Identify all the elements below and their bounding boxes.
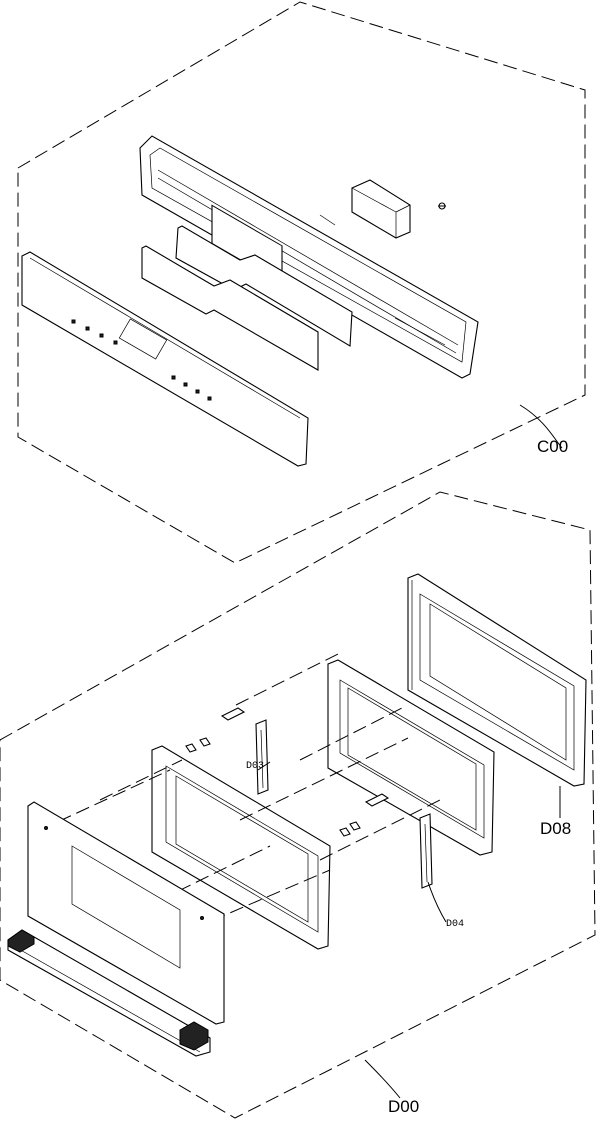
callout-d08: D08 — [540, 819, 572, 838]
insulation-sheet-upper — [175, 225, 353, 347]
door-handle — [7, 929, 211, 1057]
callout-d00: D00 — [388, 1097, 420, 1116]
control-panel-glass — [21, 251, 309, 467]
d04-leader-line — [427, 881, 447, 923]
bracket-lower — [339, 793, 390, 837]
bracket-upper — [185, 707, 246, 753]
callout-d04: D04 — [446, 919, 465, 930]
insulation-sheet-lower — [141, 245, 319, 371]
callout-d03: D03 — [246, 761, 265, 772]
middle-door-frame — [151, 745, 331, 950]
hinge-left — [255, 719, 269, 795]
hinge-right — [419, 813, 433, 889]
callout-c00: C00 — [537, 437, 569, 456]
door-glass-panel — [27, 801, 225, 1025]
d00-leader-line — [364, 1059, 401, 1099]
c00-leader-line — [519, 404, 563, 449]
d03-leader-line — [257, 761, 271, 771]
c00-assembly-boundary — [17, 1, 586, 564]
outer-door-frame — [407, 573, 587, 787]
inner-door-frame — [327, 659, 495, 856]
d00-assembly-boundary — [0, 491, 596, 1119]
electronic-module — [351, 179, 411, 239]
screw-part — [438, 202, 446, 210]
